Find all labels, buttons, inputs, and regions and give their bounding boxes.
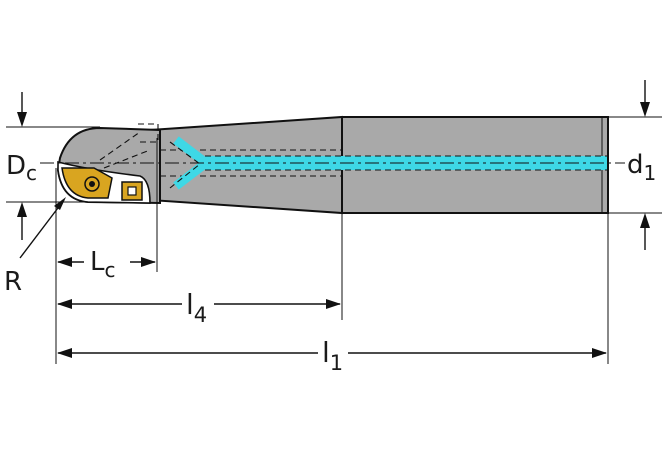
label-dc: Dc: [6, 151, 37, 185]
coolant-bore: [205, 156, 607, 170]
dimension-dc: [17, 92, 27, 240]
label-l4: l4: [186, 288, 207, 327]
label-r: R: [4, 267, 22, 297]
ball-nose-insert: [61, 167, 113, 199]
label-d1: d1: [627, 150, 656, 185]
coolant-channel: [169, 136, 607, 190]
dimension-l1: [57, 348, 607, 358]
dimension-r: [19, 197, 66, 259]
label-lc: Lc: [90, 247, 116, 282]
extension-lines: [6, 116, 662, 364]
coolant-branch-lower: [173, 159, 209, 190]
dimension-l4: [57, 299, 341, 309]
label-l1: l1: [322, 336, 343, 375]
square-insert: [121, 181, 143, 201]
dimension-d1: [640, 80, 650, 250]
coolant-branch-upper: [173, 136, 209, 167]
dimension-lc: [57, 257, 156, 267]
